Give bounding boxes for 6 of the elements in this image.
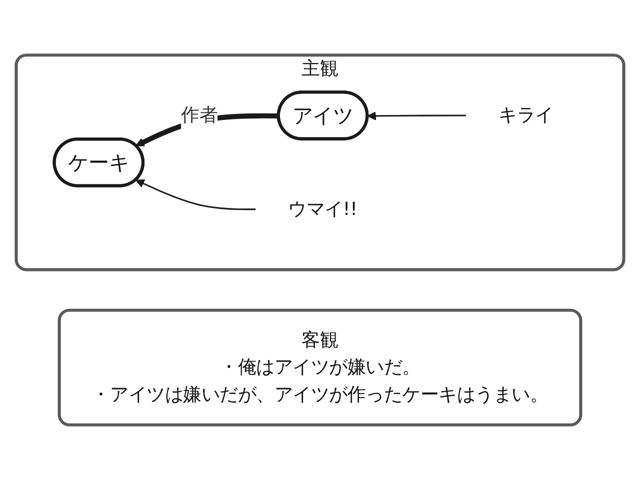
edge-label: 作者 [181,104,218,126]
node-text: キライ [498,104,554,126]
arrow [367,111,466,120]
node-text: ウマイ!! [288,198,358,220]
arrow [136,179,256,210]
node-box: 客観 ・俺はアイツが嫌いだ。 ・アイツは嫌いだが、アイツが作ったケーキはうまい。 [58,308,582,426]
